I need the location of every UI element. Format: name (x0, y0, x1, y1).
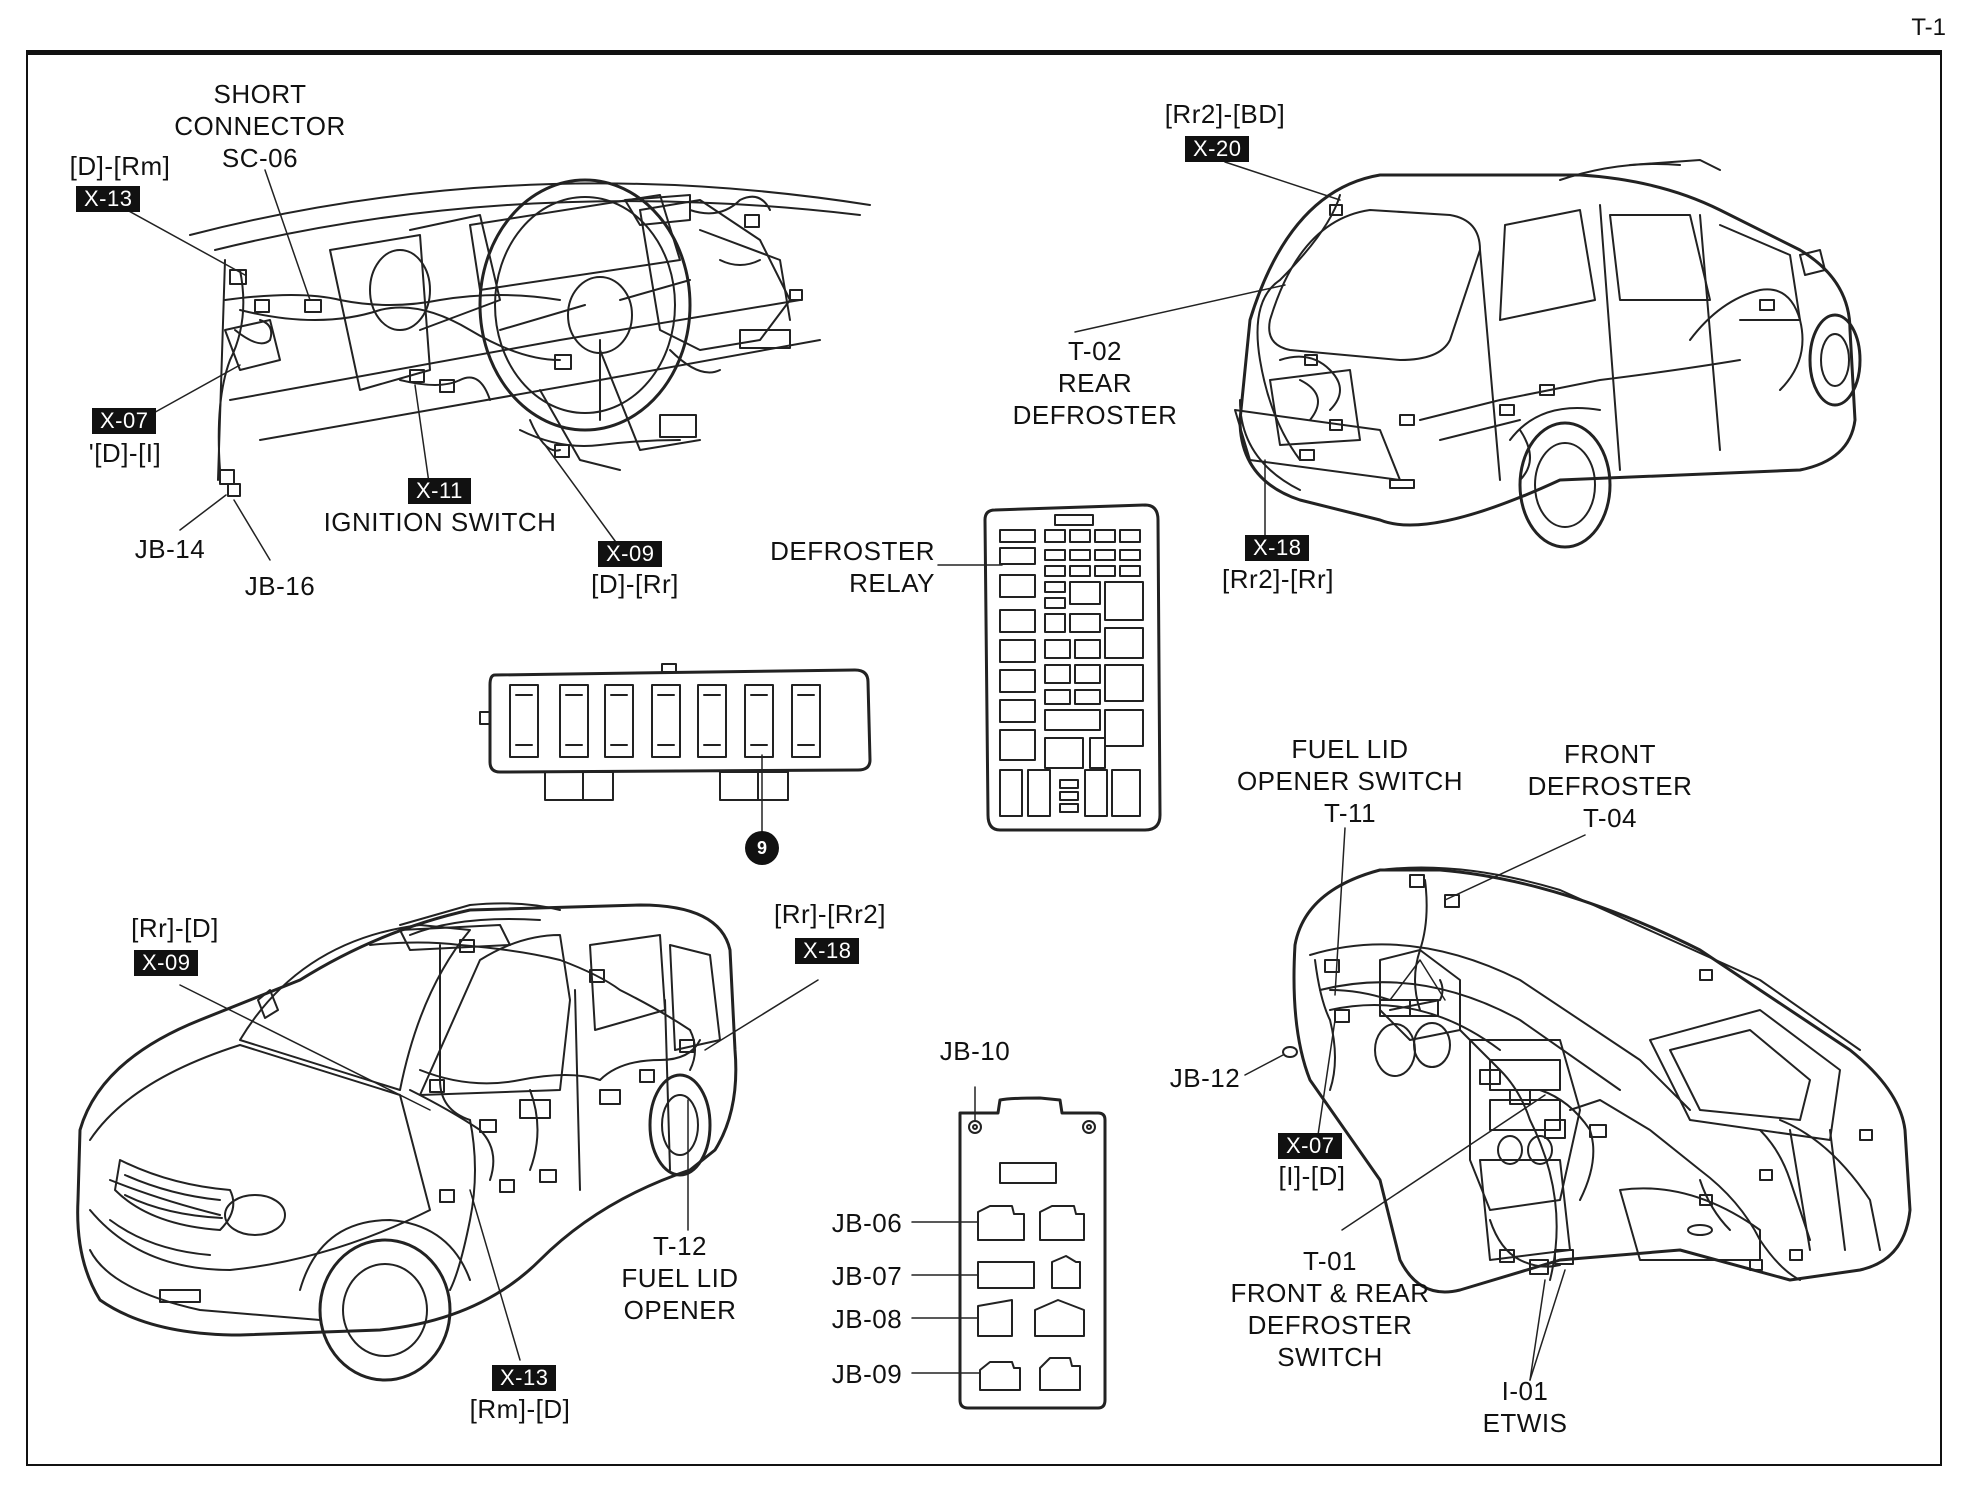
badge-x18-top: X-18 (1245, 535, 1310, 561)
leader-lines-bottom-left (180, 980, 818, 1360)
label-t12-fuel-lid-opener: T-12 FUEL LID OPENER (621, 1231, 739, 1325)
badge-x18-bottom: X-18 (795, 938, 860, 964)
page-number: T-1 (1911, 14, 1946, 41)
label-x07-route-top: '[D]-[I] (88, 438, 162, 468)
label-x09-route-bottom: [Rr]-[D] (131, 913, 219, 943)
badge-x13-bottom: X-13 (492, 1365, 557, 1391)
badge-x13-top: X-13 (76, 186, 141, 212)
label-jb16: JB-16 (244, 571, 316, 601)
label-x07-route-bottom: [I]-[D] (1278, 1161, 1346, 1191)
badge-x07-top: X-07 (92, 408, 157, 434)
defroster-relay-box (985, 505, 1160, 830)
label-x13-route-top: [D]-[Rm] (69, 151, 171, 181)
badge-x20: X-20 (1185, 136, 1250, 162)
label-ignition-switch: IGNITION SWITCH (323, 507, 557, 537)
label-jb06: JB-06 (831, 1208, 903, 1238)
badge-x09-bottom: X-09 (134, 950, 199, 976)
van-front-illustration (78, 903, 736, 1380)
label-x13-route-bottom: [Rm]-[D] (469, 1394, 571, 1424)
junction-block-jb10 (960, 1098, 1105, 1408)
leader-lines-top-right (1075, 162, 1340, 548)
label-t11-fuel-lid-opener-switch: FUEL LID OPENER SWITCH T-11 (1236, 734, 1464, 828)
label-i01-etwis: I-01 ETWIS (1482, 1376, 1568, 1438)
label-x09-route-top: [D]-[Rr] (591, 569, 679, 599)
label-jb08: JB-08 (831, 1304, 903, 1334)
label-jb07: JB-07 (831, 1261, 903, 1291)
label-jb10: JB-10 (939, 1036, 1011, 1066)
badge-x07-bottom: X-07 (1278, 1133, 1343, 1159)
label-short-connector: SHORT CONNECTOR SC-06 (174, 79, 346, 173)
diagram-frame (26, 50, 1942, 1466)
label-x18-route-top: [Rr2]-[Rr] (1222, 564, 1334, 594)
label-jb12: JB-12 (1169, 1063, 1241, 1093)
van-rear-illustration (1235, 160, 1860, 547)
leader-lines-bottom-center (912, 1087, 980, 1373)
label-x20-route: [Rr2]-[BD] (1164, 99, 1286, 129)
label-t01-defroster-switch: T-01 FRONT & REAR DEFROSTER SWITCH (1230, 1246, 1430, 1372)
badge-x11: X-11 (408, 478, 471, 504)
dashboard-illustration-top-left (190, 180, 870, 496)
label-defroster-relay: DEFROSTER RELAY (770, 536, 935, 598)
label-t02-rear-defroster: T-02 REAR DEFROSTER (1012, 336, 1178, 430)
callout-9: 9 (745, 831, 779, 865)
leader-lines-top-left (118, 170, 618, 560)
label-x18-route-bottom: [Rr]-[Rr2] (774, 899, 886, 929)
label-t04-front-defroster: FRONT DEFROSTER T-04 (1527, 739, 1693, 833)
leader-lines-bottom-right (1245, 828, 1585, 1380)
label-jb09: JB-09 (831, 1359, 903, 1389)
badge-x09-top: X-09 (598, 541, 663, 567)
label-jb14: JB-14 (134, 534, 206, 564)
connector-strip (480, 664, 870, 800)
dashboard-illustration-bottom-right (1283, 868, 1910, 1293)
